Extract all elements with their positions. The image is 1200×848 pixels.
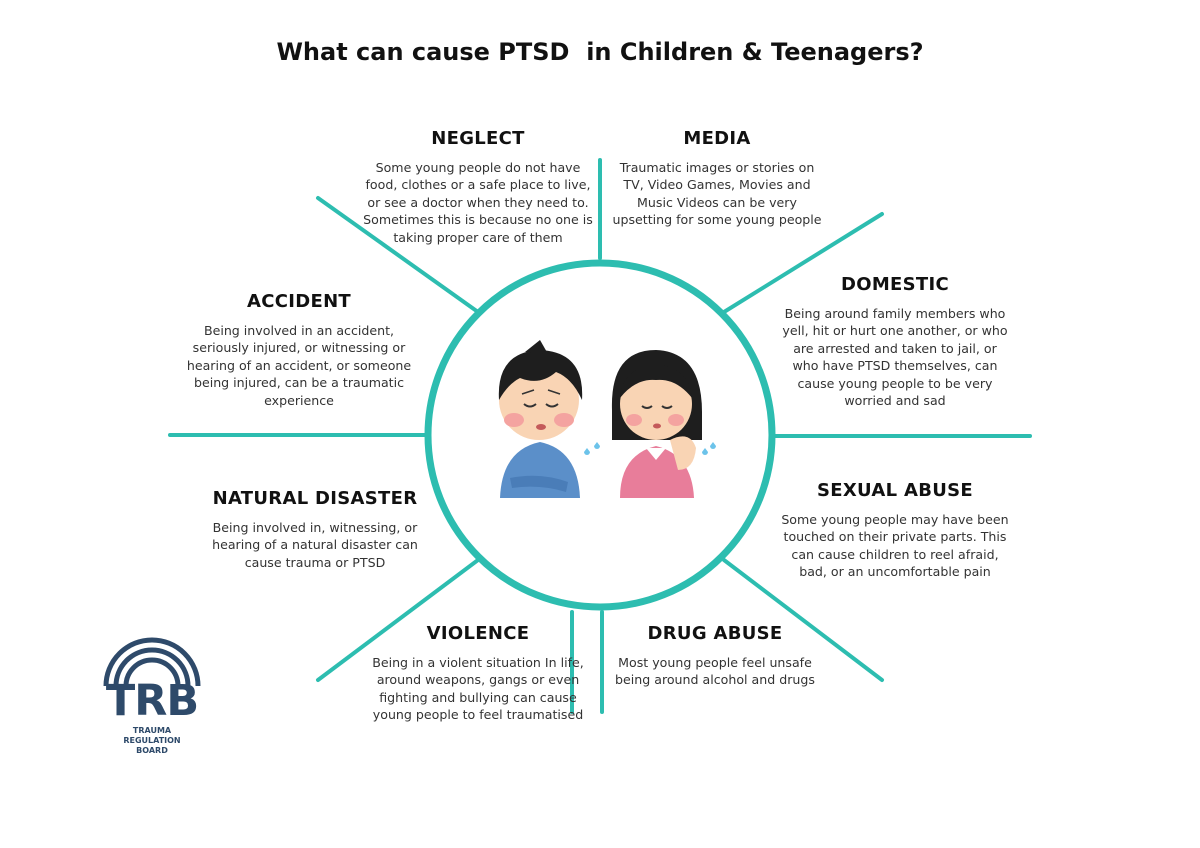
spoke-drug-abuse-2 [722,558,884,682]
logo-subtitle: TRAUMA REGULATION BOARD [123,726,181,755]
cause-media: MEDIA Traumatic images or stories on TV,… [612,128,822,229]
trb-logo: TRB TRAUMA REGULATION BOARD [100,678,204,756]
cause-accident: ACCIDENT Being involved in an accident, … [178,291,420,409]
cause-text: Traumatic images or stories on TV, Video… [612,160,822,228]
cause-text: Being involved in an accident, seriously… [186,323,412,408]
spoke-neglect [316,196,480,314]
cause-heading: DOMESTIC [840,274,949,295]
cause-heading: ACCIDENT [246,291,352,312]
trb-logo-arcs [103,637,201,687]
cause-heading: NEGLECT [431,128,525,149]
cause-sexual-abuse: SEXUAL ABUSE Some young people may have … [780,480,1010,581]
cause-text: Being involved in, witnessing, or hearin… [212,520,418,570]
cause-text: Some young people may have been touched … [781,512,1009,580]
logo-letters: TRB [105,676,199,726]
cause-text: Being around family members who yell, hi… [782,306,1008,409]
cause-heading: SEXUAL ABUSE [817,480,973,501]
cause-heading: DRUG ABUSE [647,623,783,644]
cause-natural-disaster: NATURAL DISASTER Being involved in, witn… [200,488,430,571]
cause-heading: VIOLENCE [426,623,530,644]
center-circle [424,259,776,611]
boy-illustration [498,340,600,498]
cause-neglect: NEGLECT Some young people do not have fo… [362,128,594,246]
cause-text: Most young people feel unsafe being arou… [615,655,815,688]
cause-domestic: DOMESTIC Being around family members who… [780,274,1010,409]
cause-text: Some young people do not have food, clot… [363,160,593,245]
page-title: What can cause PTSD in Children & Teenag… [276,38,924,66]
cause-heading: MEDIA [683,128,751,149]
spoke-domestic [722,212,884,314]
spoke-natural-disaster [316,558,480,682]
girl-illustration [611,350,716,498]
cause-violence: VIOLENCE Being in a violent situation In… [372,623,584,724]
cause-drug-abuse: DRUG ABUSE Most young people feel unsafe… [612,623,818,689]
cause-heading: NATURAL DISASTER [212,488,418,509]
cause-text: Being in a violent situation In life, ar… [372,655,584,723]
